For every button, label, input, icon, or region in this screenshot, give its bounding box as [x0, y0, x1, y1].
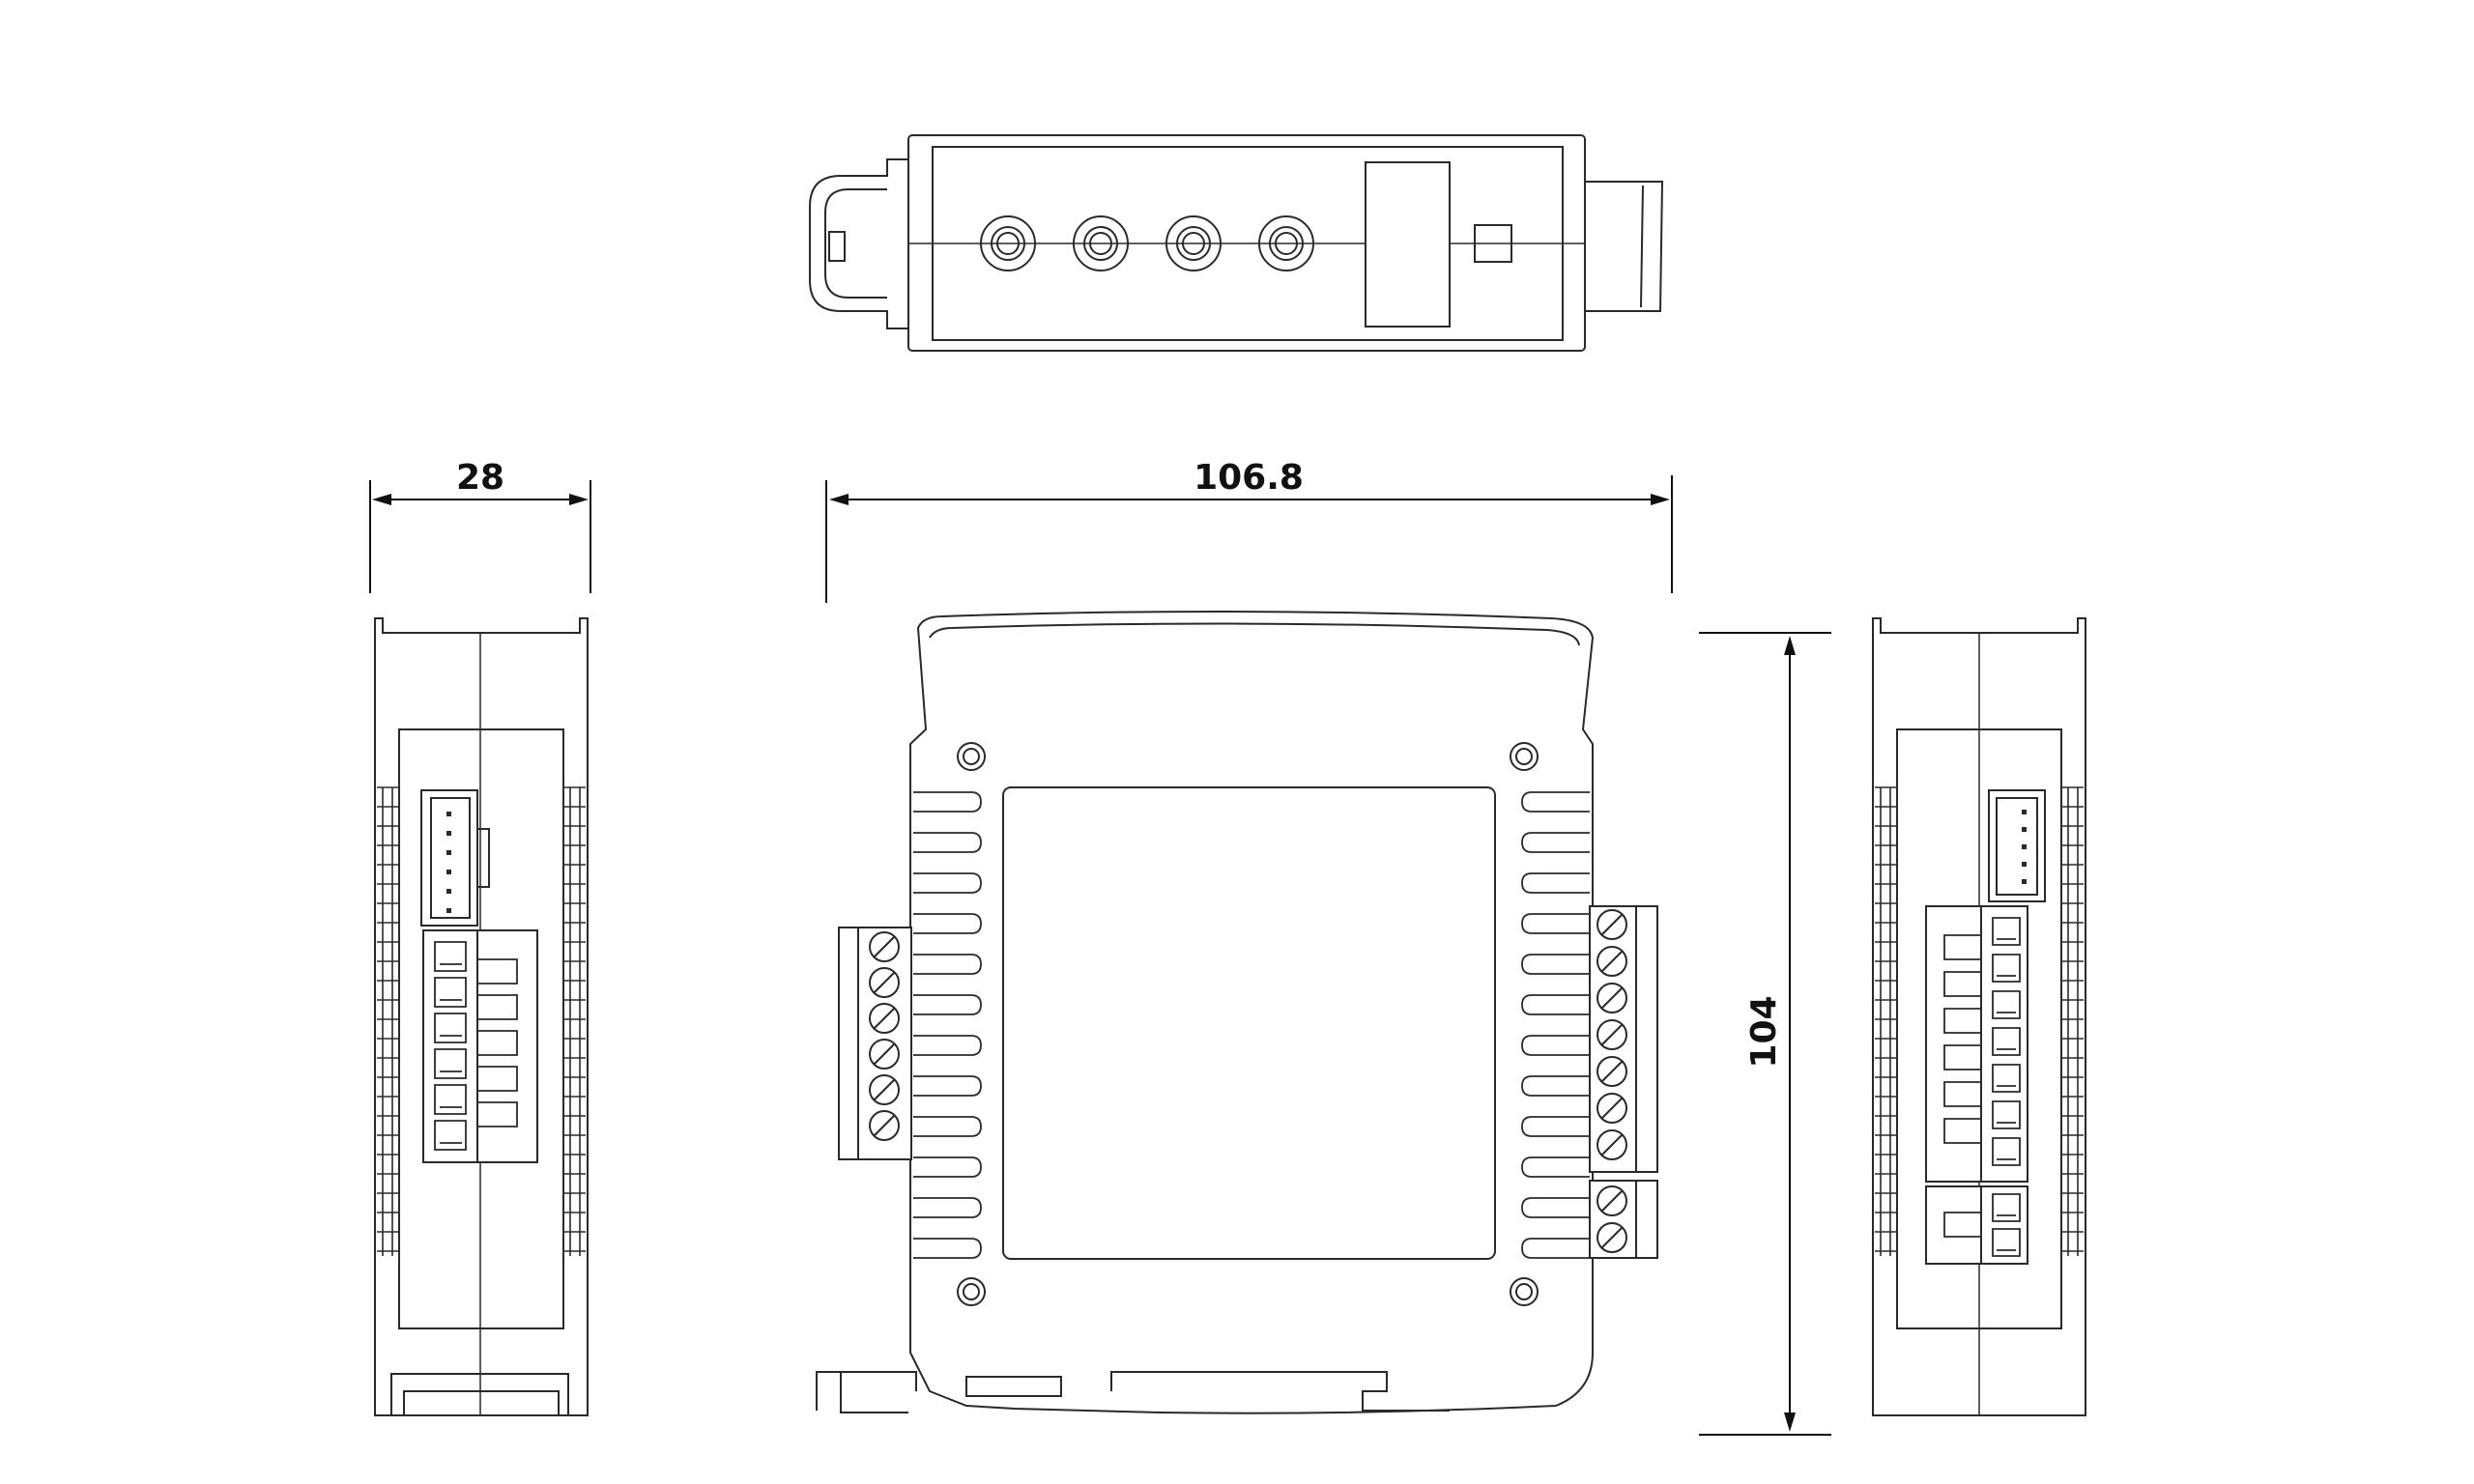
- right-side-header: [1988, 789, 2046, 902]
- top-view-left-clip: [809, 158, 908, 329]
- front-view: [816, 610, 1658, 1414]
- led-1: [980, 215, 1036, 271]
- screw-bottom-right: [1510, 1277, 1539, 1306]
- dimension-depth: [369, 480, 591, 593]
- led-2: [1073, 215, 1129, 271]
- height-dimension-label: 104: [1744, 995, 1784, 1068]
- left-terminal-block: [838, 927, 912, 1160]
- screw-bottom-left: [957, 1277, 986, 1306]
- top-view-right-rail: [1585, 181, 1664, 312]
- din-rail-foot: [816, 1371, 1450, 1412]
- left-side-view: [374, 617, 589, 1416]
- screw-top-right: [1510, 742, 1539, 771]
- left-vent-fins: [913, 791, 982, 1259]
- left-side-clip: [390, 1373, 569, 1415]
- right-side-plug-lower: [1925, 1185, 2028, 1265]
- top-view: [809, 134, 1664, 352]
- right-side-view: [1872, 617, 2086, 1416]
- dimension-height: [1699, 632, 1831, 1436]
- width-dimension-label: 106.8: [1194, 458, 1304, 498]
- dimension-width: [825, 475, 1673, 603]
- depth-dimension-label: 28: [456, 458, 504, 498]
- right-side-outline: [1872, 617, 2086, 1416]
- left-side-plug: [422, 929, 538, 1163]
- label-window: [1365, 161, 1451, 328]
- right-side-ribs: [1875, 786, 2084, 1256]
- led-4: [1258, 215, 1314, 271]
- led-3: [1165, 215, 1222, 271]
- right-side-plug-upper: [1925, 905, 2028, 1183]
- mounting-screws: [957, 742, 1539, 1306]
- screw-top-left: [957, 742, 986, 771]
- left-side-ribs: [377, 786, 586, 1256]
- right-terminal-block-lower: [1589, 1180, 1658, 1259]
- right-terminal-block-upper: [1589, 905, 1658, 1173]
- led-indicators: [980, 215, 1314, 271]
- front-view-label-window: [1002, 786, 1496, 1260]
- front-view-housing: [909, 610, 1595, 1414]
- right-vent-fins: [1521, 791, 1590, 1259]
